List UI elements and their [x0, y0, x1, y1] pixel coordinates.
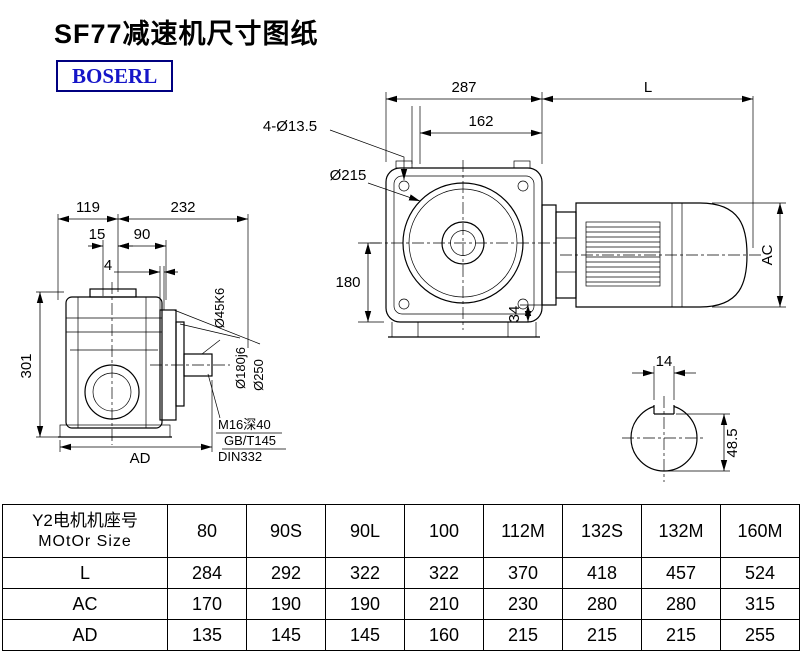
- header-motor-size-en: MOtOr Size: [38, 533, 132, 550]
- table-cell: 210: [404, 588, 484, 620]
- dim-301-label: 301: [18, 353, 35, 378]
- dim-180-label: 180: [335, 274, 360, 291]
- table-cell: 255: [720, 619, 800, 651]
- dim-287-label: 287: [451, 79, 476, 96]
- table-cell: 190: [325, 588, 405, 620]
- bolt-note-label: 4-Ø13.5: [263, 118, 317, 135]
- table-cell: 160: [404, 619, 484, 651]
- dim-119-label: 119: [76, 199, 100, 216]
- table-cell: 215: [641, 619, 721, 651]
- table-cell: 145: [246, 619, 326, 651]
- dim-48-5-label: 48.5: [724, 428, 741, 457]
- column-header: 132S: [562, 504, 642, 558]
- header-motor-size-cn: Y2电机机座号: [32, 511, 138, 530]
- column-header: 100: [404, 504, 484, 558]
- table-cell: 190: [246, 588, 326, 620]
- column-header: 90S: [246, 504, 326, 558]
- table-cell: 292: [246, 557, 326, 589]
- table-cell: 322: [404, 557, 484, 589]
- header-motor-size: Y2电机机座号 MOtOr Size: [2, 504, 168, 558]
- dim-4-label: 4: [104, 257, 112, 274]
- table-cell: 457: [641, 557, 721, 589]
- dia-45-label: Ø45K6: [212, 288, 227, 328]
- dim-14-label: 14: [656, 353, 673, 370]
- dim-AC-label: AC: [759, 244, 776, 265]
- table-row-L: L 284 292 322 322 370 418 457 524: [2, 557, 800, 589]
- dim-162-label: 162: [468, 113, 493, 130]
- table-cell: 315: [720, 588, 800, 620]
- tap-note-line1: M16深40: [218, 417, 271, 432]
- front-view: 287 L 162 4-Ø13.5 Ø215 180 34: [263, 79, 786, 338]
- dim-L-label: L: [644, 79, 652, 96]
- table-cell: 170: [167, 588, 247, 620]
- motor-size-table: Y2电机机座号 MOtOr Size 80 90S 90L 100 112M 1…: [2, 504, 800, 651]
- table-row-AC: AC 170 190 190 210 230 280 280 315: [2, 588, 800, 620]
- column-header: 112M: [483, 504, 563, 558]
- column-header: 132M: [641, 504, 721, 558]
- table-cell: 135: [167, 619, 247, 651]
- column-header: 160M: [720, 504, 800, 558]
- dia-250-label: Ø250: [251, 359, 266, 391]
- technical-drawing: 287 L 162 4-Ø13.5 Ø215 180 34: [18, 79, 786, 482]
- row-label: L: [2, 557, 168, 589]
- motor: [541, 202, 762, 308]
- page-title: SF77减速机尺寸图纸: [54, 19, 319, 49]
- table-cell: 418: [562, 557, 642, 589]
- table-cell: 145: [325, 619, 405, 651]
- row-label: AD: [2, 619, 168, 651]
- tap-note-line2: GB/T145: [224, 433, 276, 448]
- dim-AD-label: AD: [130, 450, 151, 467]
- dia-215-label: Ø215: [330, 167, 367, 184]
- dim-232-label: 232: [170, 199, 195, 216]
- table-header-row: Y2电机机座号 MOtOr Size 80 90S 90L 100 112M 1…: [2, 504, 800, 558]
- table-cell: 215: [562, 619, 642, 651]
- dim-15-label: 15: [89, 226, 106, 243]
- dia-180-label: Ø180j6: [233, 347, 248, 389]
- tap-note-line3: DIN332: [218, 449, 262, 464]
- table-cell: 215: [483, 619, 563, 651]
- row-label: AC: [2, 588, 168, 620]
- brand-logo: BOSERL: [56, 60, 174, 92]
- dim-34-label: 34: [506, 306, 523, 323]
- column-header: 80: [167, 504, 247, 558]
- table-row-AD: AD 135 145 145 160 215 215 215 255: [2, 619, 800, 651]
- shaft-section: 14 48.5: [622, 353, 741, 482]
- table-cell: 280: [641, 588, 721, 620]
- table-cell: 322: [325, 557, 405, 589]
- table-cell: 370: [483, 557, 563, 589]
- side-view: 119 232 15 90 4 301 AD: [18, 199, 286, 467]
- table-cell: 280: [562, 588, 642, 620]
- table-cell: 230: [483, 588, 563, 620]
- dim-90-label: 90: [134, 226, 151, 243]
- table-cell: 284: [167, 557, 247, 589]
- table-cell: 524: [720, 557, 800, 589]
- column-header: 90L: [325, 504, 405, 558]
